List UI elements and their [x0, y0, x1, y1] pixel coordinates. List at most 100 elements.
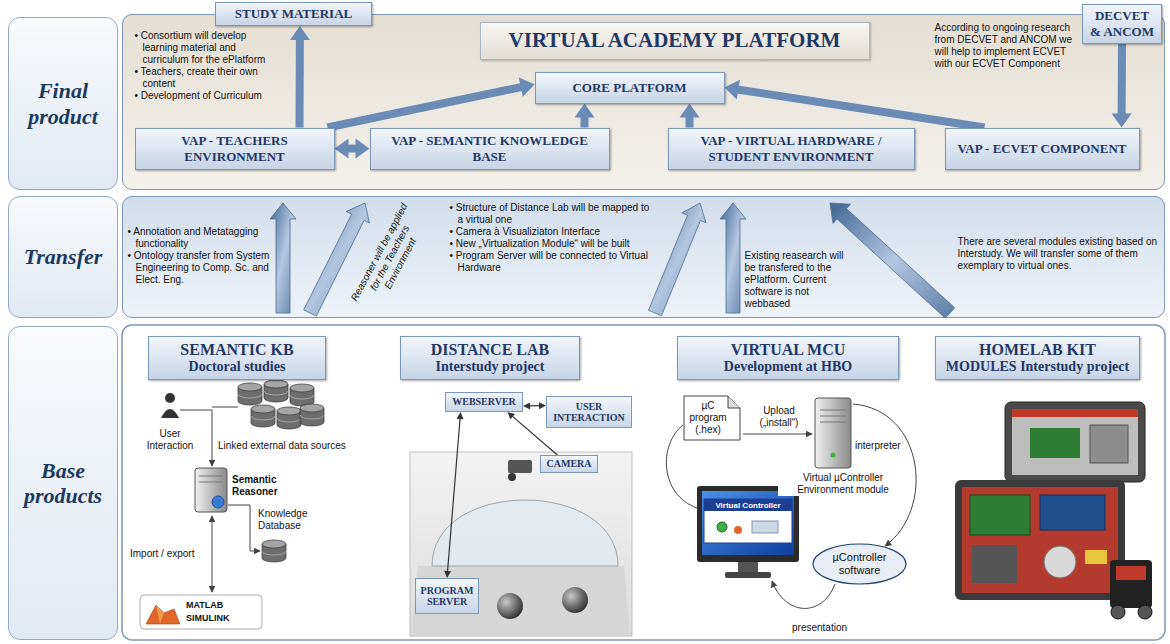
text-group: • Structure of Distance Lab will be mapp… — [450, 202, 650, 274]
note-text: • Camera à Visualiziaton Interface — [450, 226, 650, 238]
homelab-kit-photo — [955, 402, 1152, 619]
text-group: • Annotation and Metatagging functionali… — [128, 226, 270, 286]
node-text: VIRTUAL ACADEMY PLATFORM — [509, 28, 841, 53]
note-text: • Structure of Distance Lab will be mapp… — [450, 202, 650, 226]
band: • Consortium will develop learning mater… — [122, 14, 1165, 190]
node-text: Interstudy project — [407, 359, 573, 376]
connector — [575, 104, 595, 128]
ellipse-shape: µController software — [812, 543, 907, 585]
document-shape: µC program (.hex) — [683, 395, 741, 441]
node-text: µC program (.hex) — [687, 400, 729, 436]
label-text: Import / export — [130, 548, 205, 560]
header-box: SEMANTIC KBDoctoral studies — [148, 336, 326, 380]
homelab-kit-photo — [970, 495, 1030, 535]
semantic-kb-illustration — [300, 404, 324, 426]
header-box: VAP - SEMANTIC KNOWLEDGE BASE — [370, 128, 610, 170]
node-text: µController software — [824, 551, 895, 577]
node-text: VAP - SEMANTIC KNOWLEDGE BASE — [377, 133, 603, 164]
semantic-kb-illustration — [238, 383, 262, 405]
semantic-kb-illustration — [195, 468, 227, 512]
header-box: DECVET & ANCOM — [1082, 4, 1162, 44]
header-box: HOMELAB KITMODULES Interstudy project — [935, 336, 1140, 380]
semantic-kb-illustration — [199, 476, 223, 477]
label-text: Semantic Reasoner — [232, 474, 294, 498]
label-text: SIMULINK — [186, 612, 256, 624]
homelab-kit-photo — [1044, 546, 1076, 578]
text-group: • Consortium will develop learning mater… — [135, 30, 285, 102]
arrow-head — [725, 80, 740, 100]
text-group: There are several modules existing based… — [958, 236, 1158, 272]
small-box: CAMERA — [540, 455, 598, 473]
text-group: According to ongoing research from DECVE… — [935, 22, 1075, 70]
note-text: • Development of Curriculum — [135, 90, 285, 102]
homelab-kit-photo — [1116, 566, 1146, 580]
node-text: STUDY MATERIAL — [222, 6, 365, 22]
document-outline — [684, 396, 740, 440]
note-text: • Teachers, create their own content — [135, 66, 285, 90]
note-text: There are several modules existing based… — [958, 236, 1158, 272]
semantic-kb-illustration — [212, 516, 213, 592]
connector — [725, 80, 985, 128]
text-group: Reasoner will be applied for the Teacher… — [348, 200, 431, 314]
virtual-mcu-illustration — [725, 572, 771, 578]
band-fill — [122, 325, 1165, 640]
virtual-mcu-illustration — [704, 499, 792, 511]
header-box: VAP - ECVET COMPONENT — [945, 128, 1140, 170]
virtual-mcu-illustration — [820, 410, 846, 411]
node-text: Base products — [13, 458, 113, 509]
node-text: MODULES Interstudy project — [942, 359, 1133, 376]
distance-lab-illustration — [412, 566, 630, 634]
homelab-kit-photo — [1090, 425, 1128, 463]
band: • Annotation and Metatagging functionali… — [122, 196, 1165, 318]
connector-line — [447, 418, 460, 573]
semantic-kb-illustration — [264, 380, 288, 402]
distance-lab-illustration — [508, 473, 516, 481]
node-text: CAMERA — [544, 458, 594, 470]
arrow-head — [680, 104, 700, 118]
arrow-head — [457, 412, 464, 419]
distance-lab-illustration — [562, 587, 588, 613]
node-text: USER INTERACTION — [550, 401, 628, 424]
arrow-head — [519, 77, 535, 97]
semantic-kb-illustration — [228, 505, 260, 551]
small-box: PROGRAM SERVER — [415, 578, 479, 614]
small-box: WEBSERVER — [445, 392, 523, 412]
header-box: DISTANCE LABInterstudy project — [400, 336, 580, 380]
node-text: HOMELAB KIT — [942, 340, 1133, 359]
homelab-kit-photo — [955, 480, 1125, 600]
semantic-kb-illustration — [140, 380, 324, 629]
connector-line — [1118, 44, 1126, 116]
header-box: VIRTUAL MCUDevelopment at HBO — [677, 336, 899, 380]
node-text: VAP - ECVET COMPONENT — [952, 141, 1133, 157]
homelab-kit-photo — [1040, 495, 1105, 530]
distance-lab-illustration — [432, 500, 618, 566]
node-text: VIRTUAL MCU — [684, 340, 892, 359]
arrow-head — [575, 104, 595, 118]
semantic-kb-illustration — [290, 384, 314, 406]
node-text: SEMANTIC KB — [155, 340, 319, 359]
semantic-kb-illustration — [140, 595, 262, 629]
block-arrow — [649, 203, 707, 316]
note-text: • Program Server will be connected to Vi… — [450, 250, 650, 274]
rotated-note: Reasoner will be applied for the Teacher… — [348, 200, 431, 314]
arrow-head — [507, 412, 515, 419]
row-header: Final product — [8, 17, 118, 190]
semantic-kb-illustration — [262, 540, 286, 562]
homelab-kit-photo — [1085, 550, 1107, 564]
row-header: Transfer — [8, 196, 118, 318]
homelab-kit-photo — [1111, 605, 1125, 619]
node-text: DECVET & ANCOM — [1089, 8, 1155, 39]
semantic-kb-illustration — [156, 605, 164, 624]
note-text: According to ongoing research from DECVE… — [935, 22, 1075, 70]
note-text: • Annotation and Metatagging functionali… — [128, 226, 270, 250]
small-box: USER INTERACTION — [546, 396, 632, 428]
homelab-kit-photo — [972, 545, 1017, 583]
node-text: WEBSERVER — [449, 396, 519, 408]
label-text: MATLAB — [186, 599, 256, 611]
node-text: Doctoral studies — [155, 359, 319, 376]
connector-line — [529, 405, 541, 406]
distance-lab-illustration — [410, 452, 632, 636]
connector — [444, 412, 463, 578]
